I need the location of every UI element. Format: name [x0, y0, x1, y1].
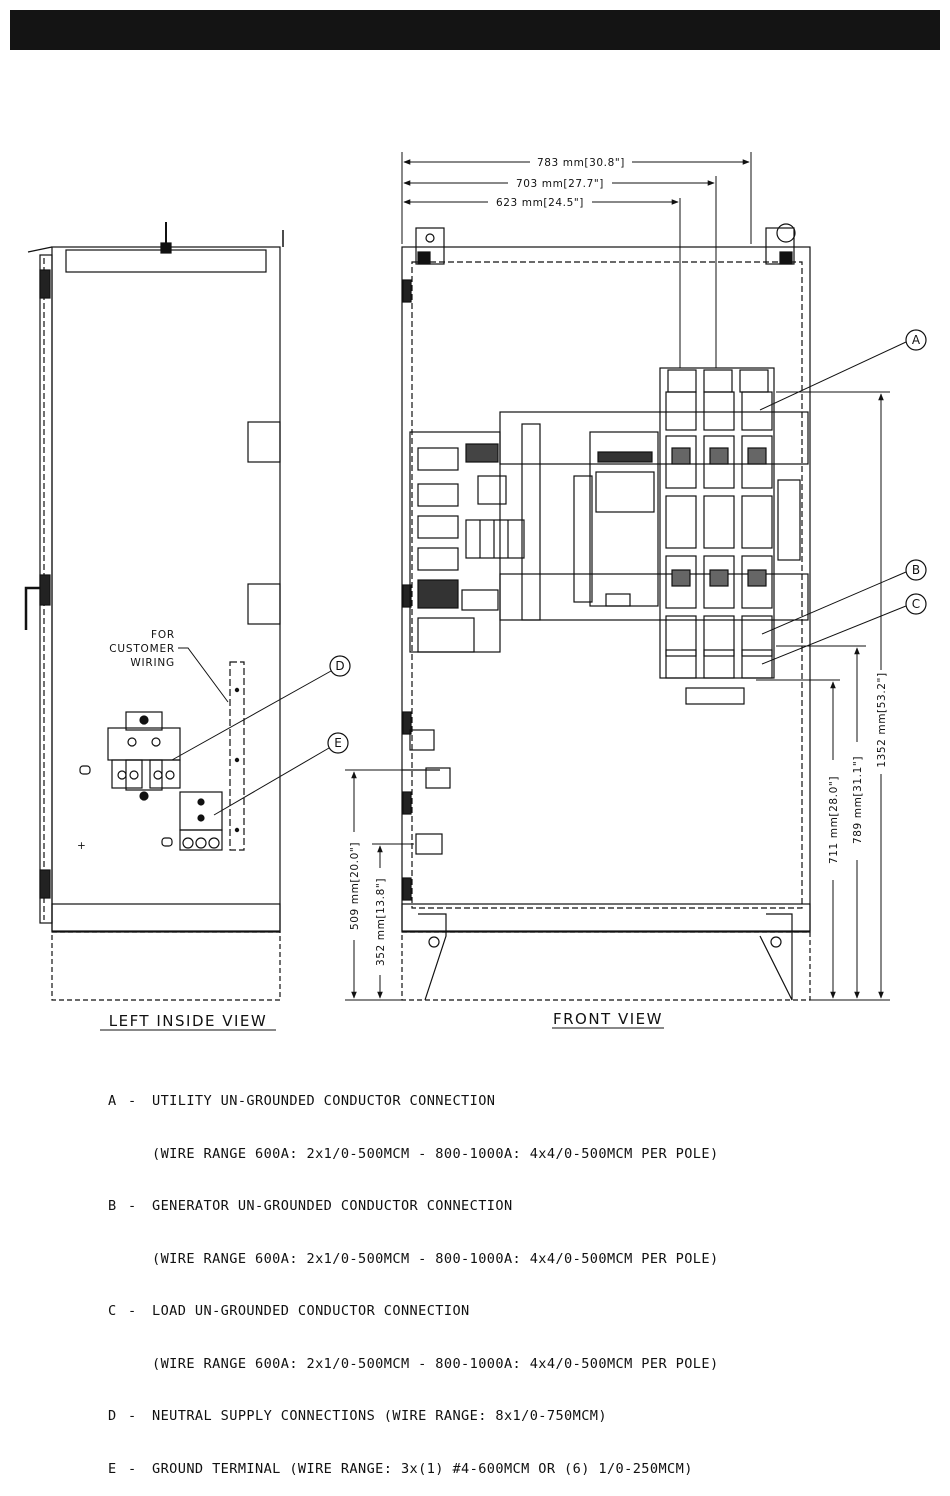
lower-dimensions — [345, 769, 414, 1001]
customer-wiring-line-1: FOR — [151, 629, 175, 641]
legend-item-a: A- UTILITY UN-GROUNDED CONDUCTOR CONNECT… — [108, 1093, 496, 1109]
legend-key: A — [108, 1093, 117, 1109]
dim-width-703: 703 mm[27.7"] — [516, 178, 604, 190]
legend-item-c: C- LOAD UN-GROUNDED CONDUCTOR CONNECTION — [108, 1303, 470, 1319]
callout-b-letter: B — [912, 563, 920, 577]
callout-a: A — [759, 329, 927, 411]
dim-width-783: 783 mm[30.8"] — [537, 157, 625, 169]
dim-height-711: 711 mm[28.0"] — [828, 776, 840, 864]
legend: A- UTILITY UN-GROUNDED CONDUCTOR CONNECT… — [108, 1058, 928, 1496]
callout-e: E — [213, 732, 349, 816]
left-inside-view: + — [24, 222, 284, 1001]
legend-key: D — [108, 1408, 117, 1424]
customer-wiring-line-2: CUSTOMER — [109, 643, 175, 655]
customer-wiring-label: FOR CUSTOMER WIRING — [109, 629, 229, 703]
callout-a-letter: A — [912, 333, 921, 347]
dim-height-1352: 1352 mm[53.2"] — [876, 672, 888, 767]
svg-text:+: + — [77, 840, 87, 852]
dim-width-623: 623 mm[24.5"] — [496, 197, 584, 209]
legend-key: C — [108, 1303, 117, 1319]
legend-detail: (WIRE RANGE 600A: 2x1/0-500MCM - 800-100… — [152, 1355, 719, 1372]
legend-item-b: B- GENERATOR UN-GROUNDED CONDUCTOR CONNE… — [108, 1198, 513, 1214]
dim-height-509: 509 mm[20.0"] — [349, 842, 361, 930]
enclosure-drawing: + FOR CUSTOMER WIRING D E LEFT INSIDE VI… — [24, 152, 927, 1031]
callout-d-letter: D — [335, 659, 344, 673]
top-dimensions — [401, 152, 752, 368]
front-view-title: FRONT VIEW — [553, 1010, 663, 1028]
customer-wiring-line-3: WIRING — [130, 657, 175, 669]
legend-item-d: D- NEUTRAL SUPPLY CONNECTIONS (WIRE RANG… — [108, 1408, 607, 1424]
legend-key: E — [108, 1460, 117, 1477]
header-bar — [10, 10, 940, 50]
legend-detail: (WIRE RANGE 600A: 2x1/0-500MCM - 800-100… — [152, 1145, 719, 1162]
callout-b: B — [761, 559, 927, 635]
legend-key: B — [108, 1198, 117, 1214]
legend-title: LOAD UN-GROUNDED CONDUCTOR CONNECTION — [152, 1303, 470, 1319]
dim-height-789: 789 mm[31.1"] — [852, 756, 864, 844]
legend-detail: (WIRE RANGE 600A: 2x1/0-500MCM - 800-100… — [152, 1250, 719, 1267]
left-view-title: LEFT INSIDE VIEW — [109, 1012, 268, 1030]
legend-title: UTILITY UN-GROUNDED CONDUCTOR CONNECTION — [152, 1093, 496, 1109]
dim-height-352: 352 mm[13.8"] — [375, 878, 387, 966]
legend-title: GROUND TERMINAL (WIRE RANGE: 3x(1) #4-60… — [152, 1460, 693, 1477]
legend-title: NEUTRAL SUPPLY CONNECTIONS (WIRE RANGE: … — [152, 1408, 607, 1424]
right-dimensions — [756, 391, 890, 1001]
legend-item-e: E- GROUND TERMINAL (WIRE RANGE: 3x(1) #4… — [108, 1460, 693, 1477]
callout-c: C — [761, 593, 927, 665]
front-view — [401, 223, 811, 1001]
callout-c-letter: C — [912, 597, 920, 611]
callout-d: D — [171, 655, 351, 761]
legend-title: GENERATOR UN-GROUNDED CONDUCTOR CONNECTI… — [152, 1198, 513, 1214]
callout-e-letter: E — [334, 736, 342, 750]
